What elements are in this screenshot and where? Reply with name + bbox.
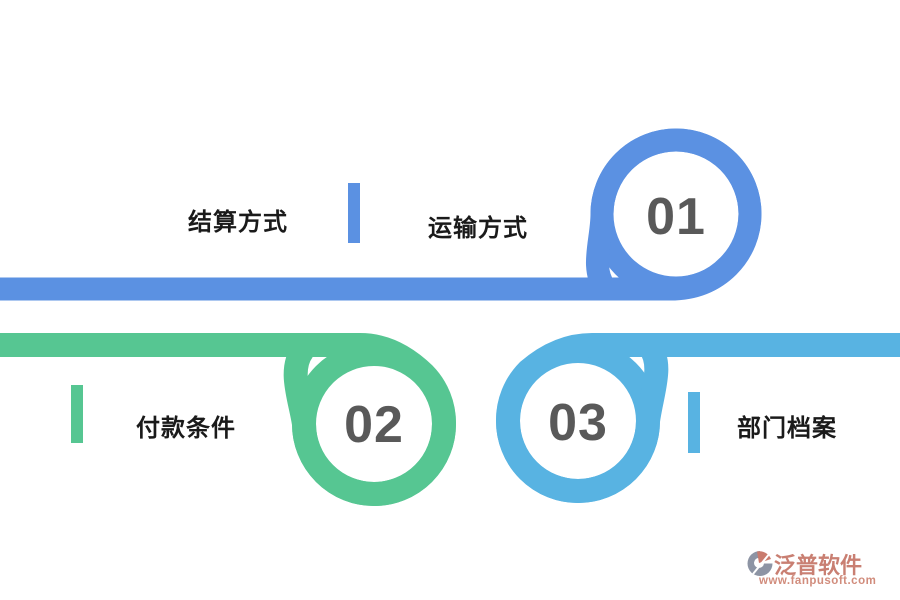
loop-ribbon-02 xyxy=(0,333,456,506)
watermark-url-text: www.fanpusoft.com xyxy=(759,575,877,587)
step-number-03: 03 xyxy=(548,394,608,452)
divider-bar-02 xyxy=(71,385,83,443)
loop-ribbon-01 xyxy=(0,128,762,301)
label-department-archive: 部门档案 xyxy=(737,415,837,442)
watermark-brand-text: 泛普软件 xyxy=(774,553,863,578)
loop-ribbon-03 xyxy=(496,333,900,503)
step-number-02: 02 xyxy=(344,396,404,454)
label-payment-terms: 付款条件 xyxy=(136,415,236,442)
divider-bar-01 xyxy=(348,183,360,243)
step-number-01: 01 xyxy=(646,188,706,246)
fanpu-logo-icon xyxy=(747,551,773,576)
label-transport-method: 运输方式 xyxy=(428,215,528,242)
label-settlement-method: 结算方式 xyxy=(188,209,288,236)
watermark: 泛普软件 www.fanpusoft.com xyxy=(747,548,892,590)
divider-bar-03 xyxy=(688,392,700,453)
